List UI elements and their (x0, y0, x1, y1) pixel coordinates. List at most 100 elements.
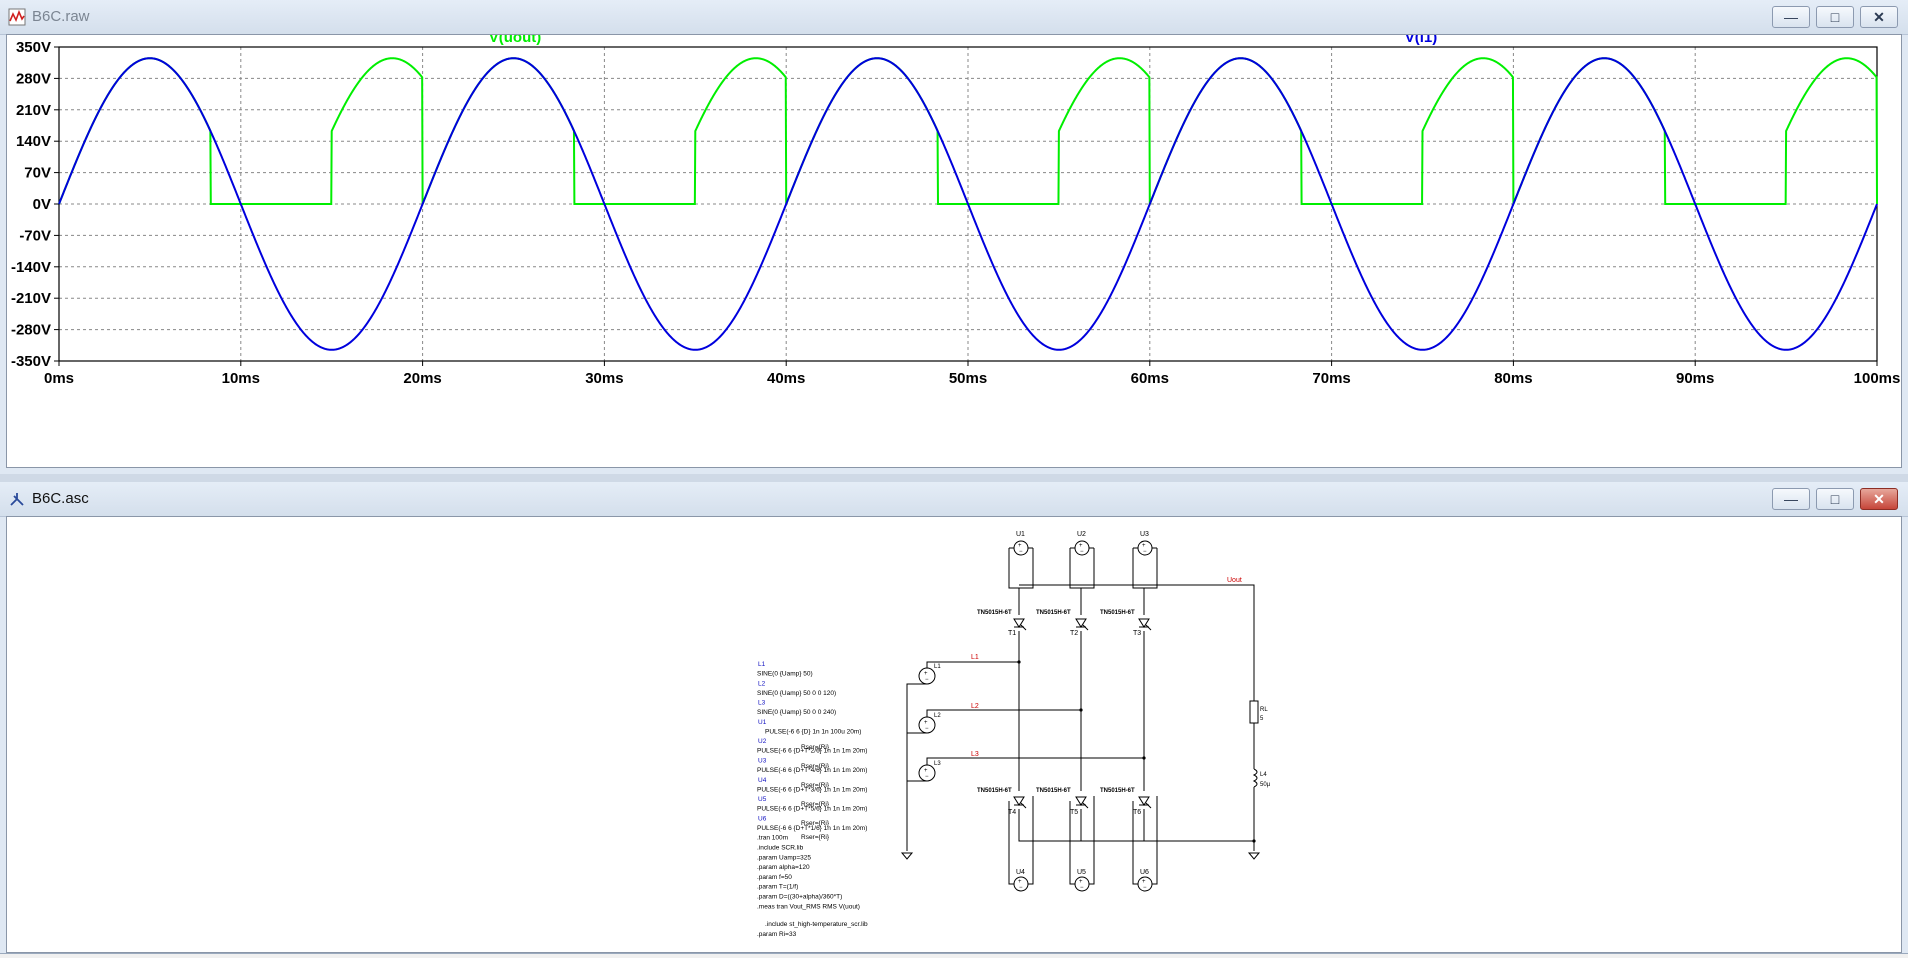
gate-source-ref: U2 (1077, 531, 1086, 538)
thyristor-t2[interactable] (1075, 618, 1087, 628)
source-minus-sign: − (925, 677, 929, 683)
wire (1069, 548, 1095, 589)
resistor-ref: RL (1260, 707, 1268, 713)
y-tick-label: -280V (11, 322, 51, 339)
series-line-vl1 (58, 57, 1878, 351)
ground-symbol (900, 852, 914, 860)
source-minus-sign: − (1143, 549, 1147, 555)
legend-vl1[interactable]: V(l1) (1405, 29, 1438, 46)
wire (1008, 548, 1034, 589)
phase-source-ref: L1 (934, 664, 941, 670)
thyristor-ref: T3 (1133, 630, 1141, 637)
gate-source-ref: U6 (1140, 869, 1149, 876)
spice-directive-line: U4 (758, 777, 767, 784)
spice-directive-line: .param f=50 (757, 874, 792, 881)
wire (926, 709, 1081, 717)
source-plus-sign: + (924, 671, 928, 677)
minimize-button[interactable]: — (1772, 6, 1810, 28)
rser-label: Rser={Ri} (801, 744, 830, 751)
junction-dot (1252, 839, 1256, 843)
junction-dot (1079, 708, 1083, 712)
load-resistor[interactable] (1249, 700, 1259, 724)
thyristor-ref: T2 (1070, 630, 1078, 637)
thyristor-gate (1082, 624, 1089, 631)
rser-label: Rser={Ri} (801, 801, 830, 808)
schematic-canvas[interactable]: +−U1+−U2+−U3TN5015H-6TT1TN5015H-6TT2TN50… (7, 517, 1901, 953)
thyristor-t1[interactable] (1013, 618, 1025, 628)
thyristor-t3[interactable] (1138, 618, 1150, 628)
x-tick-label: 70ms (1312, 370, 1350, 387)
spice-directive-line: U2 (758, 738, 767, 745)
x-tick-label: 80ms (1494, 370, 1532, 387)
junction-dot (1017, 660, 1021, 664)
source-plus-sign: + (1018, 543, 1022, 549)
minimize-icon: — (1784, 9, 1798, 25)
source-plus-sign: + (1142, 879, 1146, 885)
y-tick-label: -140V (11, 259, 51, 276)
minimize-button[interactable]: — (1772, 488, 1810, 510)
thyristor-model-label: TN5015H-6T (1100, 788, 1135, 794)
rser-label: Rser={Ri} (801, 834, 830, 841)
wire (926, 757, 1144, 765)
minimize-icon: — (1784, 491, 1798, 507)
spice-directive-line: .param alpha=120 (757, 864, 810, 871)
legend-vuout[interactable]: V(uout) (489, 29, 541, 46)
spice-directive-line: .meas tran Vout_RMS RMS V(uout) (757, 903, 860, 910)
uout-rail (1019, 584, 1255, 701)
y-tick-label: -210V (11, 290, 51, 307)
thyristor-gate (1145, 624, 1152, 631)
close-button[interactable]: ✕ (1860, 6, 1898, 28)
schematic-app-icon (10, 493, 24, 506)
spice-directive-line: PULSE(-6 6 {D+T*1/6} 1n 1n 1m 20m) (757, 825, 867, 832)
junction-dot (1142, 756, 1146, 760)
spice-directive-line: PULSE(-6 6 {D+T*3/6} 1n 1n 1m 20m) (757, 786, 867, 793)
thyristor-model-label: TN5015H-6T (1100, 610, 1135, 616)
spice-directive-line: SINE(0 {Uamp} 50) (757, 671, 813, 678)
spice-directive-line: PULSE(-6 6 {D+T*2/6} 1n 1n 1m 20m) (757, 748, 867, 755)
load-inductor[interactable] (1252, 768, 1258, 788)
gate-source-ref: U4 (1016, 869, 1025, 876)
ground-symbol (1247, 852, 1261, 860)
waveform-window-title: B6C.raw (32, 8, 90, 25)
spice-directive-line: U1 (758, 719, 767, 726)
spice-directive-line: .param T=(1/f) (757, 884, 798, 891)
x-tick-label: 20ms (403, 370, 441, 387)
close-icon: ✕ (1873, 9, 1885, 25)
source-plus-sign: + (1018, 879, 1022, 885)
net-label-l2: L2 (971, 703, 979, 710)
thyristor-t4[interactable] (1013, 796, 1025, 806)
wire (926, 661, 1019, 668)
maximize-icon: □ (1830, 491, 1840, 507)
x-tick-label: 90ms (1676, 370, 1714, 387)
spice-directive-line: SINE(0 {Uamp} 50 0 0 240) (757, 709, 836, 716)
thyristor-t6[interactable] (1138, 796, 1150, 806)
waveform-window-titlebar[interactable]: B6C.raw — □ ✕ (0, 0, 1908, 35)
spice-directive-line: L3 (758, 700, 766, 707)
wire (1132, 548, 1158, 589)
source-minus-sign: − (1019, 549, 1023, 555)
y-tick-label: -350V (11, 353, 51, 370)
y-tick-label: 350V (16, 39, 51, 56)
maximize-button[interactable]: □ (1816, 488, 1854, 510)
wire (1008, 801, 1014, 885)
phase-source-ref: L2 (934, 713, 941, 719)
source-minus-sign: − (1019, 885, 1023, 891)
thyristor-model-label: TN5015H-6T (1036, 610, 1071, 616)
y-tick-label: -70V (19, 227, 51, 244)
gate-source-ref: U1 (1016, 531, 1025, 538)
thyristor-model-label: TN5015H-6T (977, 788, 1012, 794)
y-tick-label: 210V (16, 102, 51, 119)
thyristor-ref: T1 (1008, 630, 1016, 637)
rser-label: Rser={Ri} (801, 820, 830, 827)
close-button[interactable]: ✕ (1860, 488, 1898, 510)
spice-directive-line: L1 (758, 661, 766, 668)
maximize-button[interactable]: □ (1816, 6, 1854, 28)
schematic-window-titlebar[interactable]: B6C.asc — □ ✕ (0, 482, 1908, 517)
resistor-value: 5 (1260, 716, 1264, 722)
thyristor-t5[interactable] (1075, 796, 1087, 806)
